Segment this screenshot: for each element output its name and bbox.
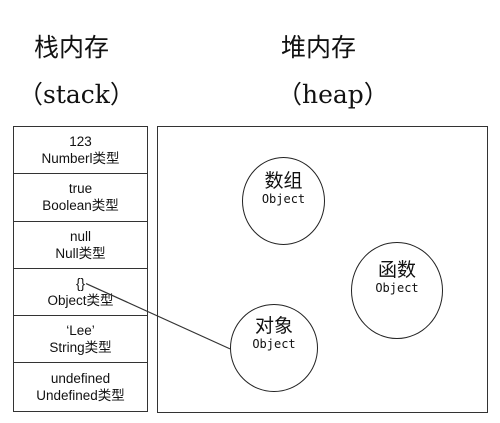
heap-object-name: 函数 (377, 259, 416, 281)
stack-cell-boolean: true Boolean类型 (14, 174, 147, 222)
stack-cell-value: {} (75, 276, 86, 292)
heap-object-type: Object (375, 281, 419, 295)
stack-cell-type: Boolean类型 (42, 198, 119, 214)
heap-memory-subtitle: （heap） (277, 80, 389, 109)
stack-cell-number: 123 Numberl类型 (14, 127, 147, 175)
heap-object-array: 数组 Object (242, 157, 325, 245)
stack-cell-undefined: undefined Undefined类型 (14, 363, 147, 410)
stack-cell-value: 123 (69, 134, 92, 150)
heap-memory-area: 数组 Object 函数 Object 对象 Object (157, 126, 488, 413)
heap-object-type: Object (261, 192, 306, 206)
heap-object-function: 函数 Object (351, 242, 443, 339)
heap-object-type: Object (252, 337, 296, 351)
stack-cell-type: Object类型 (47, 293, 114, 309)
heap-memory-title: 堆内存 (281, 33, 357, 62)
stack-cell-type: Null类型 (55, 245, 106, 261)
stack-cell-value: null (69, 228, 91, 244)
stack-cell-object: {} Object类型 (14, 269, 147, 317)
stack-cell-value: undefined (50, 371, 111, 387)
stack-memory-column: 123 Numberl类型 true Boolean类型 null Null类型… (13, 126, 148, 412)
stack-memory-title: 栈内存 (34, 33, 110, 62)
stack-cell-type: Numberl类型 (41, 151, 120, 167)
stack-cell-string: ‘Lee’ String类型 (14, 316, 147, 364)
stack-memory-subtitle: （stack） (18, 80, 135, 109)
heap-object-object: 对象 Object (230, 304, 318, 392)
heap-object-name: 数组 (264, 170, 303, 192)
stack-cell-type: Undefined类型 (36, 388, 125, 404)
stack-cell-value: ‘Lee’ (66, 323, 95, 339)
heap-object-name: 对象 (254, 315, 293, 337)
stack-cell-value: true (68, 181, 93, 197)
stack-cell-null: null Null类型 (14, 222, 147, 269)
stack-cell-type: String类型 (49, 340, 112, 356)
